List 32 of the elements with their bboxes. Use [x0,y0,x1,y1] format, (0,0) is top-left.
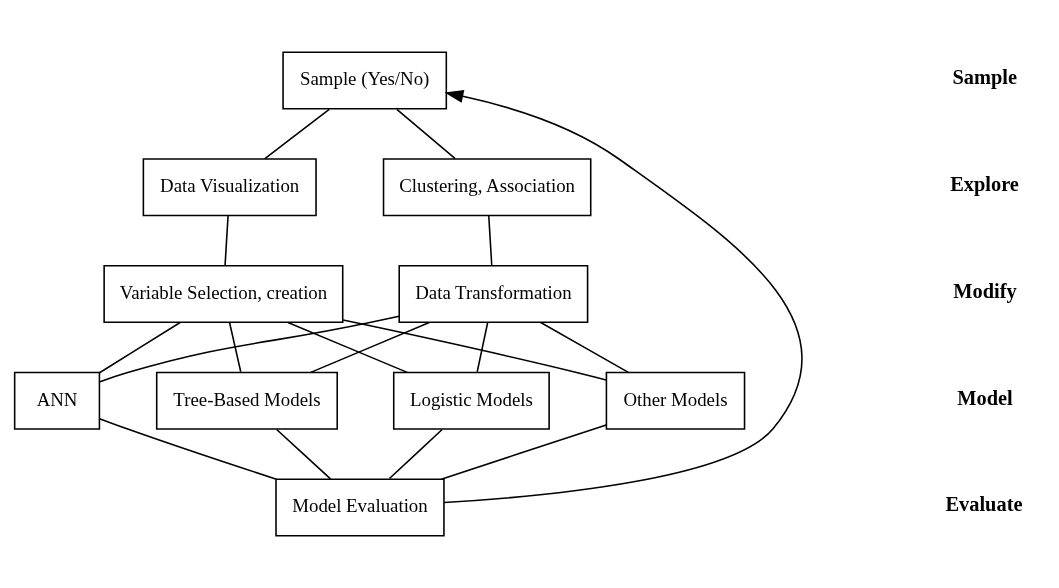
label: Modify [953,279,1017,302]
node-box: Variable Selection, creation [103,264,344,324]
connector [396,108,456,160]
connector [224,215,229,266]
label: Model [957,386,1013,409]
connector [539,321,630,374]
label: Evaluate [945,493,1023,516]
connector [275,428,332,480]
node-box: ANN [13,371,101,430]
node-box: Data Visualization [142,158,317,217]
node-box: Sample (Yes/No) [282,51,448,110]
connector [476,322,489,373]
node-box: Model Evaluation [275,478,445,537]
connector [264,108,330,160]
connector [287,321,409,374]
connector [98,417,278,480]
connector [98,321,181,374]
node-box: Tree-Based Models [155,371,338,430]
node-box: Data Transformation [398,264,589,324]
arrow [443,89,803,504]
connector [228,322,242,373]
node-box: Logistic Models [392,371,550,430]
connector [309,321,431,374]
connector [488,215,493,266]
label: Sample [952,66,1018,89]
connector [342,319,607,381]
connector [99,315,400,383]
node-box: Clustering, Association [382,158,592,217]
connector [388,428,443,480]
label: Explore [950,173,1019,196]
connector [440,424,608,480]
node-box: Other Models [605,371,746,430]
